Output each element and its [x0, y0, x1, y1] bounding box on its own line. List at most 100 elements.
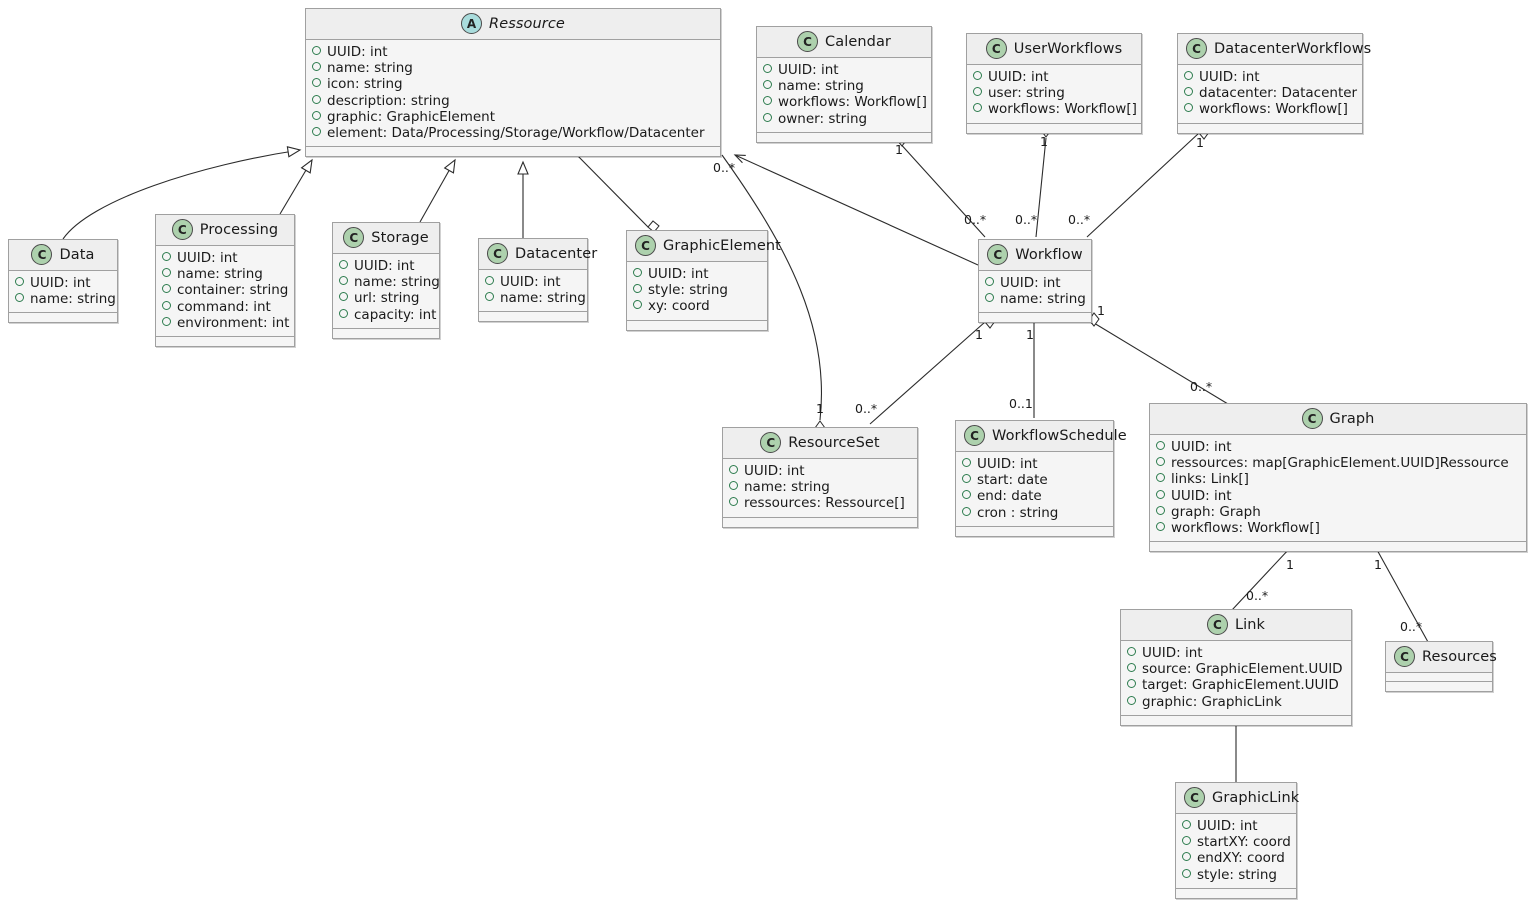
- attribute-row: cron : string: [962, 505, 1105, 521]
- attribute-label: UUID: int: [744, 463, 805, 479]
- attribute-label: workflows: Workflow[]: [778, 94, 927, 111]
- operations-compartment-resources: [1386, 682, 1492, 691]
- visibility-public-icon: [763, 64, 772, 73]
- attribute-label: workflows: Workflow[]: [1171, 520, 1320, 537]
- attribute-row: name: string: [162, 266, 286, 282]
- attribute-row: name: string: [339, 274, 440, 290]
- multiplicity-label: 1: [1026, 327, 1034, 342]
- class-name-graphiclink: GraphicLink: [1212, 789, 1300, 806]
- visibility-public-icon: [729, 465, 738, 474]
- attribute-label: UUID: int: [1197, 818, 1258, 834]
- attribute-label: name: string: [500, 290, 586, 307]
- class-icon: C: [1206, 614, 1228, 635]
- class-icon: C: [343, 227, 365, 248]
- operations-compartment-link: [1121, 715, 1351, 725]
- operations-compartment-userworkflows: [967, 123, 1141, 133]
- class-name-ressource: Ressource: [489, 15, 565, 32]
- attribute-row: UUID: int: [973, 69, 1133, 85]
- attribute-row: element: Data/Processing/Storage/Workflo…: [312, 125, 712, 141]
- multiplicity-label: 0..*: [1068, 212, 1091, 227]
- multiplicity-label: 0..*: [1190, 379, 1213, 394]
- visibility-public-icon: [162, 268, 171, 278]
- visibility-public-icon: [729, 497, 738, 507]
- class-icon: C: [1184, 787, 1205, 808]
- visibility-public-icon: [1156, 441, 1165, 450]
- attribute-label: UUID: int: [1000, 275, 1061, 291]
- visibility-public-icon: [985, 277, 994, 286]
- operations-compartment-workflow: [979, 313, 1091, 323]
- operations-compartment-workflowschedule: [956, 526, 1113, 536]
- attribute-row: name: string: [312, 60, 712, 76]
- attribute-row: name: string: [15, 291, 116, 307]
- class-icon: C: [1301, 408, 1323, 429]
- attribute-row: workflows: Workflow[]: [1156, 520, 1518, 536]
- attribute-row: UUID: int: [633, 266, 759, 282]
- class-name-data: Data: [59, 246, 95, 263]
- attribute-label: element: Data/Processing/Storage/Workflo…: [327, 125, 705, 142]
- visibility-public-icon: [973, 71, 982, 80]
- aggregation-workflow-resourceset: [869, 321, 986, 425]
- attribute-row: source: GraphicElement.UUID: [1127, 661, 1343, 677]
- operations-compartment-datacenterworkflows: [1178, 123, 1362, 133]
- class-icon: C: [171, 219, 193, 240]
- attribute-row: owner: string: [763, 111, 923, 127]
- visibility-public-icon: [312, 78, 321, 88]
- class-icon: C: [796, 31, 818, 52]
- attribute-label: UUID: int: [778, 62, 839, 78]
- attribute-row: end: date: [962, 488, 1105, 504]
- class-header-graphiclink: C GraphicLink: [1176, 783, 1300, 814]
- operations-compartment-graphiclink: [1176, 888, 1296, 898]
- visibility-public-icon: [312, 127, 321, 137]
- attribute-label: endXY: coord: [1197, 850, 1285, 867]
- aggregation-ressource-graphicelement: [571, 149, 649, 228]
- attribute-label: name: string: [1000, 291, 1086, 308]
- attribute-label: UUID: int: [648, 266, 709, 282]
- visibility-public-icon: [339, 292, 348, 302]
- visibility-public-icon: [339, 260, 348, 269]
- operations-compartment-ressource: [306, 147, 720, 157]
- visibility-public-icon: [962, 490, 971, 500]
- visibility-public-icon: [763, 96, 772, 106]
- attribute-label: startXY: coord: [1197, 834, 1291, 851]
- attribute-label: target: GraphicElement.UUID: [1142, 677, 1339, 694]
- attribute-row: name: string: [729, 479, 909, 495]
- attribute-row: UUID: int: [985, 275, 1083, 291]
- attribute-row: workflows: Workflow[]: [973, 101, 1137, 117]
- class-name-graphicelement: GraphicElement: [663, 237, 781, 254]
- attribute-row: graphic: GraphicLink: [1127, 694, 1343, 710]
- multiplicity-label: 0..*: [964, 212, 987, 227]
- operations-compartment-calendar: [757, 132, 931, 142]
- class-icon: C: [760, 432, 782, 453]
- attribute-label: name: string: [778, 78, 864, 95]
- visibility-public-icon: [633, 300, 642, 310]
- attribute-label: workflows: Workflow[]: [1199, 101, 1348, 118]
- class-icon: C: [964, 425, 985, 446]
